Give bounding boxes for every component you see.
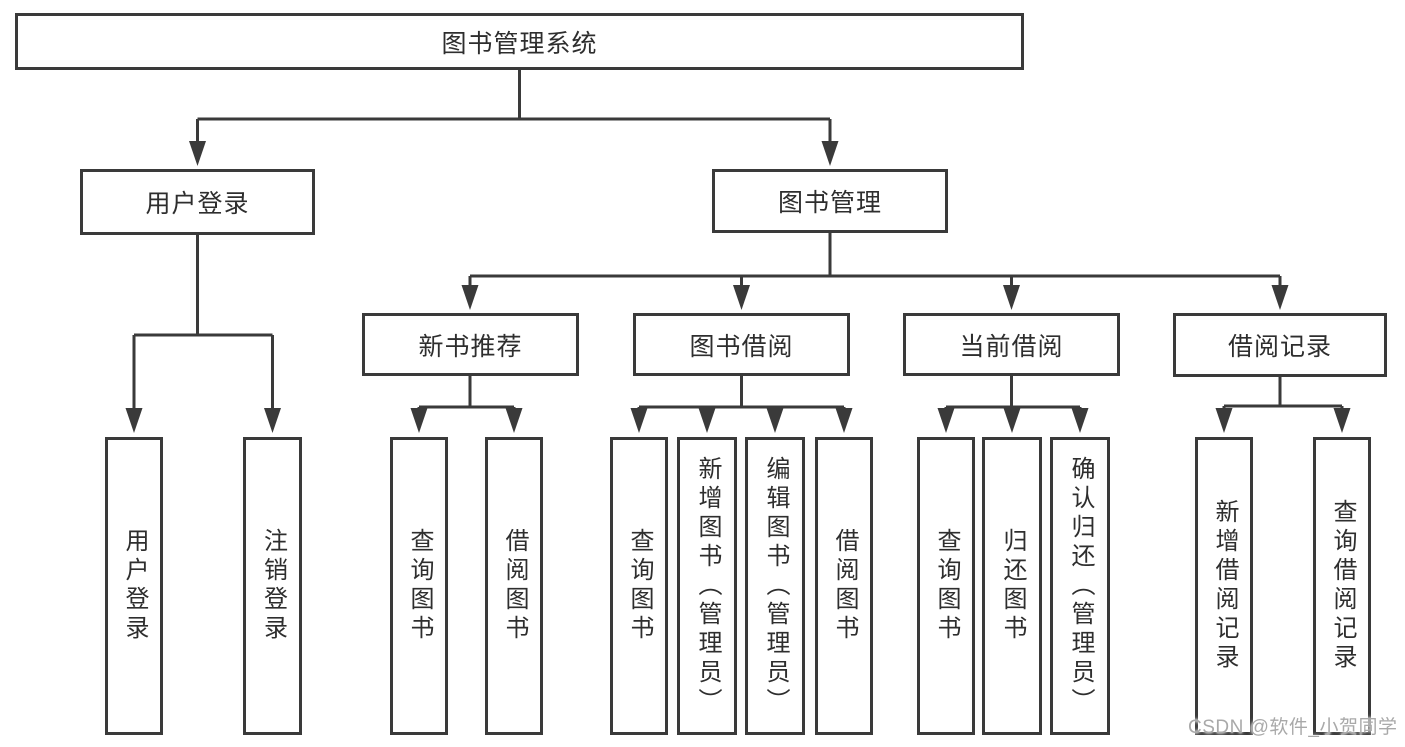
leaf-query-borrow-record: 查询借阅记录 bbox=[1313, 437, 1371, 735]
leaf-confirm-return-admin: 确认归还（管理员） bbox=[1050, 437, 1110, 735]
node-user-login: 用户登录 bbox=[80, 169, 315, 235]
arrowhead-icon bbox=[1071, 408, 1089, 433]
arrowhead-icon bbox=[1003, 285, 1020, 310]
node-book-management: 图书管理 bbox=[712, 169, 948, 233]
node-book-management-label: 图书管理 bbox=[777, 189, 882, 217]
arrowhead-icon bbox=[1271, 285, 1289, 310]
leaf-borrow-books-borrowing: 借阅图书 bbox=[815, 437, 873, 735]
node-root: 图书管理系统 bbox=[15, 13, 1024, 70]
node-borrowing-records-label: 借阅记录 bbox=[1227, 333, 1332, 361]
leaf-query-books-borrowing: 查询图书 bbox=[610, 437, 668, 735]
leaf-borrow-books-recommend: 借阅图书 bbox=[485, 437, 543, 735]
leaf-query-books-recommend: 查询图书 bbox=[390, 437, 448, 735]
node-book-borrowing: 图书借阅 bbox=[633, 313, 850, 376]
leaf-borrow-books-borrowing-label: 借阅图书 bbox=[831, 528, 858, 644]
arrowhead-icon bbox=[766, 408, 784, 433]
arrowhead-icon bbox=[937, 408, 955, 433]
arrowhead-icon bbox=[410, 408, 428, 433]
leaf-query-books-borrowing-label: 查询图书 bbox=[626, 528, 653, 644]
arrowhead-icon bbox=[505, 408, 523, 433]
leaf-return-books: 归还图书 bbox=[982, 437, 1042, 735]
leaf-user-login: 用户登录 bbox=[105, 437, 163, 735]
leaf-query-books-current: 查询图书 bbox=[917, 437, 975, 735]
arrowhead-icon bbox=[1333, 408, 1351, 433]
arrowhead-icon bbox=[461, 285, 479, 310]
leaf-query-borrow-record-label: 查询借阅记录 bbox=[1329, 499, 1356, 673]
leaf-add-borrow-record-label: 新增借阅记录 bbox=[1211, 499, 1238, 673]
node-borrowing-records: 借阅记录 bbox=[1173, 313, 1387, 377]
leaf-logout: 注销登录 bbox=[243, 437, 302, 735]
leaf-return-books-label: 归还图书 bbox=[999, 528, 1026, 644]
node-root-label: 图书管理系统 bbox=[441, 29, 598, 58]
arrowhead-icon bbox=[189, 141, 206, 166]
leaf-query-books-recommend-label: 查询图书 bbox=[406, 528, 433, 644]
arrowhead-icon bbox=[125, 408, 143, 433]
arrowhead-icon bbox=[264, 408, 281, 433]
arrowhead-icon bbox=[1215, 408, 1233, 433]
arrowhead-icon bbox=[630, 408, 648, 433]
leaf-add-borrow-record: 新增借阅记录 bbox=[1195, 437, 1253, 735]
node-current-borrowing-label: 当前借阅 bbox=[959, 332, 1064, 361]
node-book-borrowing-label: 图书借阅 bbox=[689, 332, 794, 361]
arrowhead-icon bbox=[698, 408, 716, 433]
node-user-login-label: 用户登录 bbox=[145, 190, 250, 218]
node-new-book-recommend-label: 新书推荐 bbox=[418, 332, 523, 361]
csdn-watermark: CSDN @软件_小贺同学 bbox=[1188, 717, 1398, 738]
leaf-query-books-current-label: 查询图书 bbox=[933, 528, 960, 644]
leaf-edit-books-admin-label: 编辑图书（管理员） bbox=[762, 455, 789, 717]
arrowhead-icon bbox=[821, 141, 839, 166]
leaf-confirm-return-admin-label: 确认归还（管理员） bbox=[1067, 455, 1094, 717]
leaf-add-books-admin: 新增图书（管理员） bbox=[677, 437, 737, 735]
leaf-user-login-label: 用户登录 bbox=[121, 528, 148, 644]
leaf-logout-label: 注销登录 bbox=[259, 528, 287, 644]
node-new-book-recommend: 新书推荐 bbox=[362, 313, 579, 376]
leaf-add-books-admin-label: 新增图书（管理员） bbox=[694, 455, 721, 717]
arrowhead-icon bbox=[835, 408, 853, 433]
node-current-borrowing: 当前借阅 bbox=[903, 313, 1120, 376]
arrowhead-icon bbox=[1003, 408, 1021, 433]
leaf-edit-books-admin: 编辑图书（管理员） bbox=[745, 437, 805, 735]
leaf-borrow-books-recommend-label: 借阅图书 bbox=[501, 528, 528, 644]
arrowhead-icon bbox=[733, 285, 750, 310]
